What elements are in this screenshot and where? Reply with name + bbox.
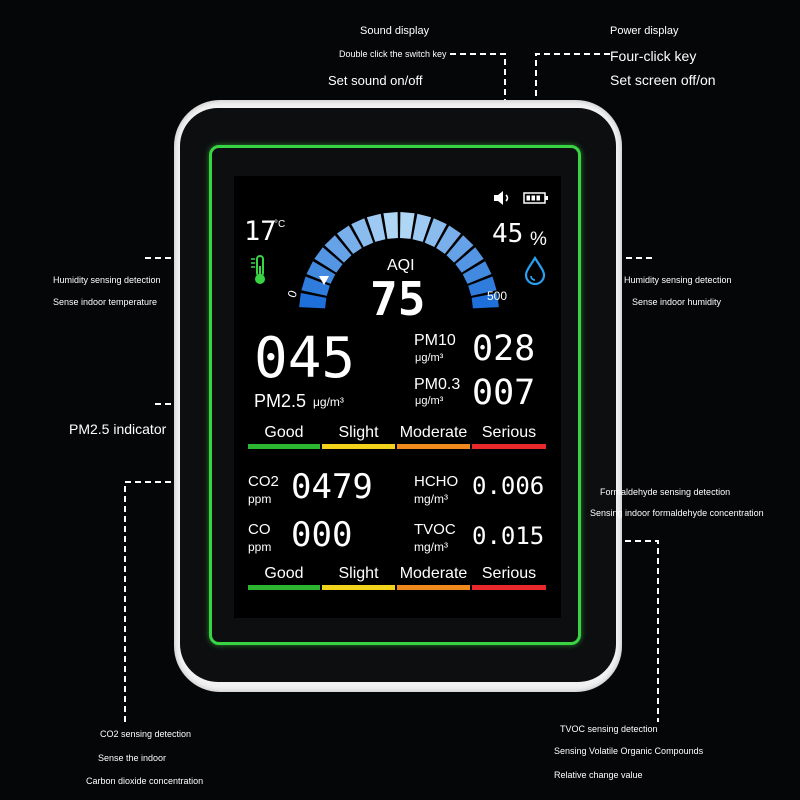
aqi-label: AQI (387, 257, 415, 274)
water-drop-icon (524, 256, 546, 285)
hcho-callout-line1: Formaldehyde sensing detection (600, 487, 731, 497)
pm10-value: 028 (472, 329, 536, 369)
aqi-gauge-segment (424, 218, 447, 247)
tvoc-callout-line1: TVOC sensing detection (560, 724, 658, 734)
aqi-gauge-segment (383, 212, 398, 239)
humidity-value: 45 (492, 219, 524, 249)
aqi-gauge-segment (351, 218, 374, 247)
temperature-callout-line2: Sense indoor temperature (53, 297, 158, 307)
green-glow-frame (209, 145, 581, 645)
aqi-gauge (299, 212, 499, 309)
pm03-label: PM0.3 (414, 376, 461, 393)
temperature-value: 17 (244, 216, 277, 247)
tvoc-unit: mg/m³ (414, 540, 448, 554)
lcd-screen: 17 °C 45 % 0 500 AQI 75 045 PM2.5 μg/m³ … (234, 176, 561, 618)
thermometer-icon (251, 255, 265, 284)
battery-icon (523, 192, 548, 204)
aqi-gauge-segment (436, 225, 461, 254)
co2-unit: ppm (248, 492, 272, 506)
level-label-good: Good (264, 565, 304, 582)
level-bar-good (248, 585, 320, 590)
co2-value: 0479 (291, 467, 373, 507)
pm25-unit: μg/m³ (313, 395, 344, 409)
level-bar-slight (322, 585, 395, 590)
co2-callout-line3: Carbon dioxide concentration (86, 776, 204, 786)
co2-label: CO2 (248, 473, 279, 490)
hcho-unit: mg/m³ (414, 492, 448, 506)
aqi-gauge-segment (324, 235, 352, 263)
sound-display-key: Double click the switch key (339, 49, 447, 59)
co-value: 000 (291, 515, 353, 555)
level-bar-serious (472, 585, 546, 590)
humidity-callout-line1: Humidity sensing detection (624, 275, 732, 285)
co-label: CO (248, 521, 271, 538)
hcho-callout-line2: Sensing indoor formaldehyde concentratio… (590, 508, 764, 518)
aqi-gauge-segment (412, 213, 432, 242)
temperature-unit: °C (274, 219, 286, 230)
aqi-gauge-segment (471, 292, 499, 309)
aqi-max-label: 500 (487, 289, 508, 303)
pm10-unit: μg/m³ (415, 352, 444, 364)
sound-display-title: Sound display (360, 25, 430, 37)
pm03-unit: μg/m³ (415, 395, 444, 407)
hcho-label: HCHO (414, 473, 459, 490)
aqi-value: 75 (370, 272, 426, 326)
aqi-gauge-segment (462, 261, 492, 284)
level-bar-moderate (397, 444, 470, 449)
aqi-gauge-segment (468, 276, 497, 296)
tvoc-label: TVOC (414, 521, 456, 538)
aqi-gauge-segment (299, 292, 327, 309)
tvoc-callout-line3: Relative change value (554, 770, 643, 780)
tvoc-callout-line2: Sensing Volatile Organic Compounds (554, 746, 704, 756)
pm10-label: PM10 (414, 332, 456, 349)
temperature-callout-line1: Humidity sensing detection (53, 275, 161, 285)
aqi-gauge-segment (446, 235, 474, 263)
speaker-icon (494, 191, 509, 205)
level-label-good: Good (264, 424, 304, 441)
co2-callout-line1: CO2 sensing detection (100, 729, 192, 739)
level-label-moderate: Moderate (399, 565, 468, 582)
humidity-unit: % (530, 229, 547, 250)
aqi-gauge-segment (337, 225, 362, 254)
aqi-gauge-segment (301, 276, 330, 296)
power-display-action: Set screen off/on (610, 72, 716, 88)
level-label-serious: Serious (481, 565, 537, 582)
co2-callout-line2: Sense the indoor (98, 753, 167, 763)
gauge-pointer-icon (319, 276, 329, 285)
level-bar-good (248, 444, 320, 449)
level-bar-serious (472, 444, 546, 449)
aqi-gauge-segment (314, 247, 343, 273)
aqi-gauge-segment (306, 261, 336, 284)
pm03-value: 007 (472, 373, 536, 413)
aqi-gauge-segment (455, 247, 484, 273)
level-label-serious: Serious (481, 424, 537, 441)
level-label-slight: Slight (338, 424, 379, 441)
aqi-gauge-segment (400, 212, 415, 239)
pm25-indicator-callout: PM2.5 indicator (69, 421, 167, 437)
pm25-label: PM2.5 (254, 391, 307, 411)
power-display-title: Power display (610, 25, 679, 37)
power-display-key: Four-click key (610, 48, 697, 64)
level-label-slight: Slight (338, 565, 379, 582)
humidity-callout-line2: Sense indoor humidity (632, 297, 722, 307)
level-bar-moderate (397, 585, 470, 590)
tvoc-value: 0.015 (472, 522, 545, 550)
pm25-value: 045 (254, 326, 356, 391)
aqi-gauge-segment (366, 213, 386, 242)
sound-display-action: Set sound on/off (328, 73, 423, 88)
level-label-moderate: Moderate (399, 424, 468, 441)
co-unit: ppm (248, 540, 272, 554)
level-bar-slight (322, 444, 395, 449)
hcho-value: 0.006 (472, 472, 545, 500)
